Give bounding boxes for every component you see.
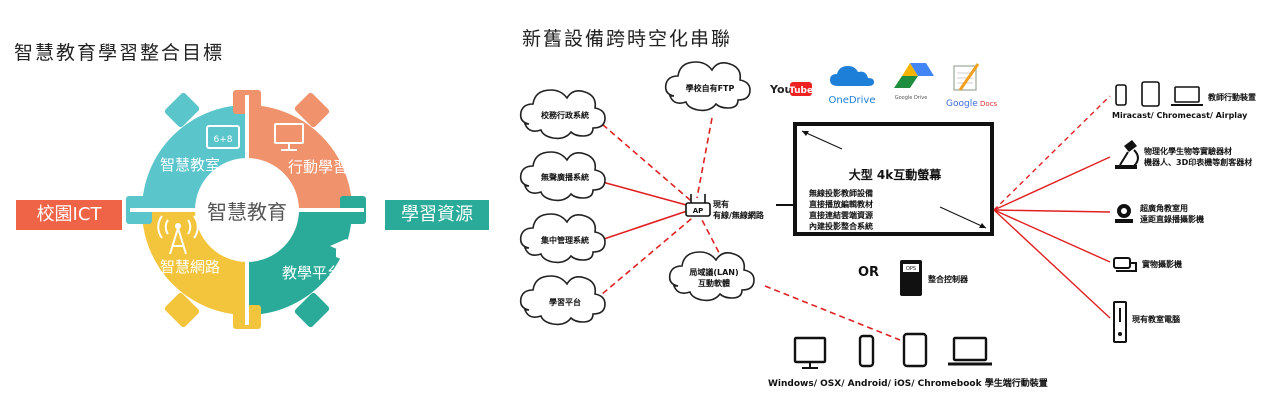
cloud-ftp-label: 學校自有FTP: [686, 83, 735, 93]
badge-campus-ict: 校園ICT: [16, 200, 122, 230]
device-doccam-label: 實物攝影機: [1142, 259, 1182, 269]
cloud-lan-label-2: 互動軟體: [698, 278, 730, 288]
ap-label-2: 有線/無線網路: [713, 210, 765, 220]
cloud-lan-label-1: 局域議(LAN): [688, 267, 738, 277]
tablet-icon: [1141, 81, 1160, 107]
segment-label-classroom: 智慧教室: [160, 156, 220, 174]
segment-label-network: 智慧網路: [160, 258, 220, 276]
device-camera-label-1: 超廣角教室用: [1139, 203, 1188, 213]
gear-quadrant-network: [142, 210, 247, 315]
svg-text:You: You: [769, 83, 792, 96]
device-lab-label-1: 物理化學生物等實驗器材: [1144, 146, 1232, 156]
webcam-icon: [1115, 204, 1133, 223]
phone-icon: [1115, 84, 1127, 106]
svg-text:Google: Google: [946, 99, 978, 109]
svg-text:Google Drive: Google Drive: [895, 95, 928, 101]
microscope-icon: [1115, 140, 1139, 169]
device-mobile-label: 教師行動裝置: [1207, 92, 1256, 102]
gear-quadrant-mobile: [247, 105, 352, 210]
student-laptop-icon: [948, 336, 992, 366]
screen-feature-1: 無線投影教師設備: [809, 188, 873, 198]
gear-tooth: [164, 92, 200, 128]
cloud-learning-label: 學習平台: [549, 297, 581, 307]
segment-label-mobile: 行動學習: [288, 158, 348, 176]
device-mobile-caption: Miracast/ Chromecast/ Airplay: [1112, 111, 1248, 120]
svg-text:Docs: Docs: [980, 100, 998, 108]
google-drive-logo: Google Drive: [894, 63, 934, 101]
left-panel-title: 智慧教育學習整合目標: [14, 42, 225, 64]
gear-center-label: 智慧教育: [207, 200, 287, 224]
or-label: OR: [858, 265, 879, 280]
cloud-central-label: 集中管理系統: [540, 235, 589, 245]
screen-feature-3: 直接連結雲端資源: [809, 210, 873, 220]
device-camera-label-2: 遠距直錄播攝影機: [1140, 214, 1204, 224]
document-camera-icon: [1113, 257, 1137, 272]
pc-tower-icon: [1113, 301, 1127, 343]
student-devices-caption: Windows/ OSX/ Android/ iOS/ Chromebook 學…: [768, 377, 1048, 389]
screen-feature-4: 內建投影整合系統: [809, 221, 873, 231]
badge-learning-resources: 學習資源: [385, 200, 489, 230]
student-tablet-icon: [902, 332, 928, 368]
cloud-admin-label: 校務行政系統: [541, 110, 589, 120]
desktop-monitor-icon: [793, 336, 827, 369]
antenna-icon: [157, 215, 199, 255]
graduation-cap-icon: [330, 239, 362, 260]
svg-text:Tube: Tube: [789, 86, 813, 96]
gear-tooth: [164, 292, 200, 328]
gear-tooth: [294, 92, 330, 128]
monitor-icon: [274, 123, 304, 151]
cloud-broadcast-label: 無聲廣播系統: [541, 172, 589, 182]
svg-text:OPS: OPS: [906, 266, 916, 272]
access-point-icon: AP: [685, 194, 711, 217]
ap-label-1: 現有: [713, 199, 729, 209]
smart-education-gear-diagram: 智慧教育 6+8 智慧教室 行動學習 智慧網路 教學平台: [126, 90, 366, 329]
device-pc-label: 現有教室電腦: [1132, 314, 1180, 324]
classroom-board-icon: 6+8: [206, 125, 240, 149]
laptop-icon: [1171, 86, 1203, 106]
gear-quadrant-classroom: [142, 105, 247, 210]
onedrive-logo: OneDrive: [828, 66, 876, 106]
ops-caption: 整合控制器: [927, 274, 969, 284]
screen-feature-2: 直接播放編輯教材: [809, 199, 873, 209]
ops-box-icon: OPS: [900, 260, 922, 296]
right-panel-title: 新舊設備跨時空化串聯: [522, 28, 733, 50]
svg-text:OneDrive: OneDrive: [828, 95, 875, 106]
device-lab-label-2: 機器人、3D印表機等創客器材: [1144, 157, 1252, 167]
segment-label-platform: 教學平台: [282, 264, 342, 282]
svg-text:6+8: 6+8: [214, 135, 233, 145]
youtube-logo: You Tube: [769, 82, 813, 96]
gear-quadrant-platform: [247, 210, 352, 315]
gear-tooth: [294, 292, 330, 328]
student-phone-icon: [858, 334, 875, 368]
screen-title: 大型 4k互動螢幕: [849, 167, 943, 182]
svg-text:AP: AP: [693, 207, 704, 215]
google-docs-logo: Google Docs: [946, 63, 998, 109]
